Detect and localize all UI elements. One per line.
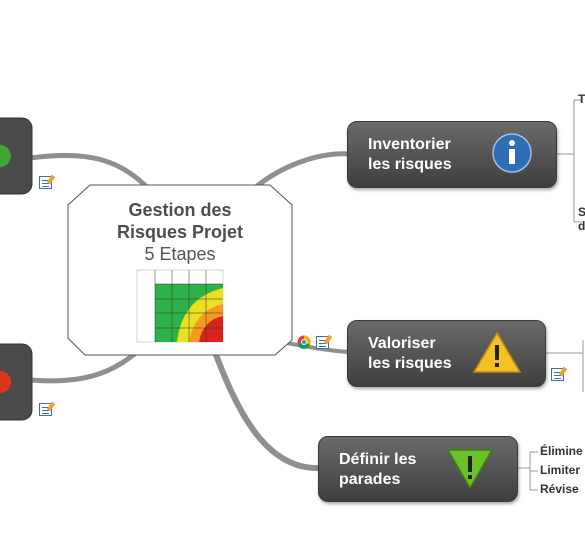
- central-title-line1: Gestion des: [128, 200, 232, 220]
- note-icon[interactable]: [39, 176, 52, 189]
- branch-fragment-t[interactable]: T: [578, 92, 585, 106]
- left-top-green-icon: [0, 145, 11, 167]
- connector-inventorier: [248, 151, 351, 194]
- web-link-icon[interactable]: [297, 335, 311, 349]
- bracket-inventorier: [556, 99, 582, 223]
- central-subtitle: 5 Etapes: [144, 244, 216, 264]
- left-top-node[interactable]: [0, 117, 33, 195]
- left-bottom-red-icon: [0, 371, 11, 393]
- bracket-definir: [517, 451, 538, 491]
- subtopic-eliminer[interactable]: Élimine: [540, 444, 583, 458]
- central-title-line2: Risques Projet: [116, 222, 244, 242]
- subtopic-reviser[interactable]: Révise: [540, 482, 579, 496]
- topic-valoriser-line2: les risques: [368, 355, 452, 372]
- note-icon[interactable]: [39, 403, 52, 416]
- topic-definir[interactable]: Définir les parades: [318, 436, 518, 502]
- bracket-valoriser: [545, 340, 584, 392]
- topic-valoriser[interactable]: Valoriser les risques: [347, 320, 546, 387]
- note-icon[interactable]: [316, 336, 329, 349]
- topic-inventorier[interactable]: Inventorier les risques: [347, 121, 557, 188]
- note-icon[interactable]: [551, 368, 564, 381]
- connector-left-top: [29, 152, 152, 192]
- topic-inventorier-line1: Inventorier: [368, 136, 451, 153]
- branch-fragment-s[interactable]: S: [578, 205, 585, 219]
- risk-matrix-image: [136, 269, 224, 343]
- left-bottom-node[interactable]: [0, 343, 33, 421]
- topic-definir-line2: parades: [339, 471, 401, 488]
- topic-inventorier-line2: les risques: [368, 156, 452, 173]
- connector-definir: [212, 350, 321, 472]
- topic-valoriser-line1: Valoriser: [368, 335, 436, 352]
- central-title: Gestion des Risques Projet: [80, 199, 280, 243]
- topic-definir-line1: Définir les: [339, 451, 417, 468]
- branch-fragment-d[interactable]: d: [578, 219, 585, 233]
- subtopic-limiter[interactable]: Limiter: [540, 463, 581, 477]
